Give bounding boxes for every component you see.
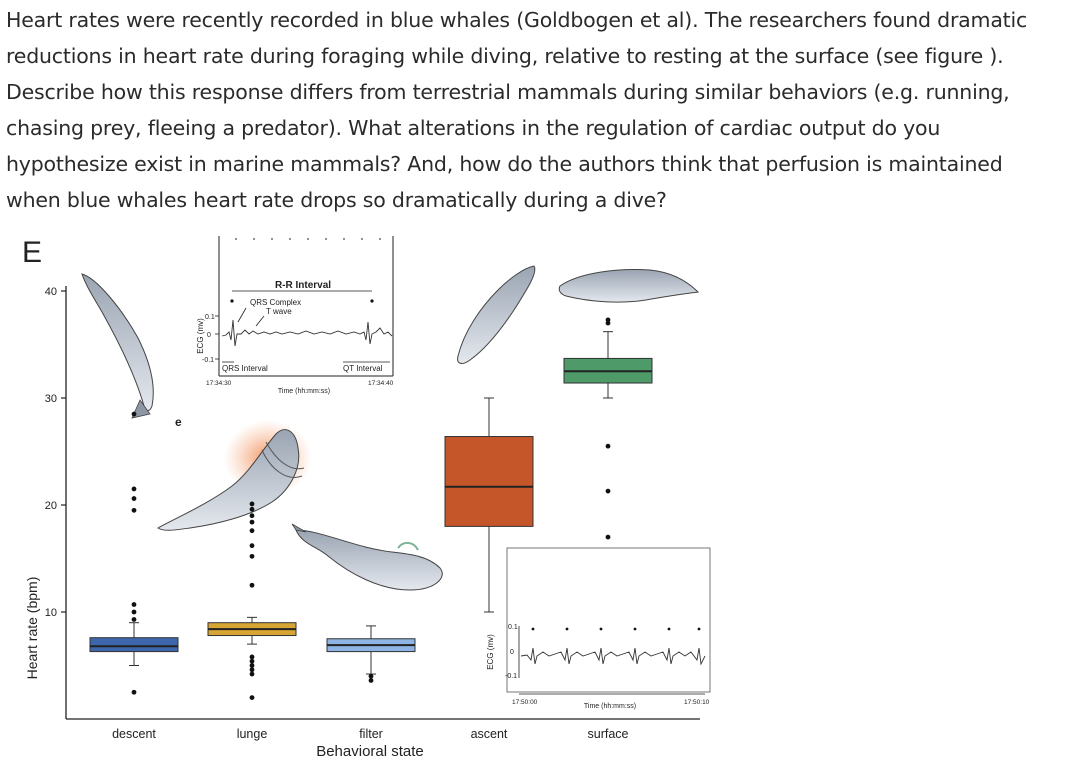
ecg-ascent-beat-dot bbox=[633, 627, 637, 631]
ecg-inset-ascent: ECG (mv) 0.1 0 -0.1 17:50:00 17:50:10 Ti… bbox=[486, 547, 711, 710]
outlier-lunge bbox=[249, 553, 255, 559]
outlier-lunge bbox=[249, 663, 255, 668]
qt-interval-label: QT Interval bbox=[343, 364, 383, 373]
outlier-descent bbox=[131, 486, 137, 492]
outlier-lunge bbox=[249, 667, 255, 673]
x-tick-label-descent: descent bbox=[112, 727, 156, 741]
y-tick-label: 20 bbox=[45, 500, 57, 512]
outlier-descent bbox=[131, 689, 137, 695]
outlier-lunge bbox=[249, 513, 255, 519]
box-ascent bbox=[444, 436, 534, 527]
outlier-descent bbox=[131, 507, 137, 513]
ecg-ascent-beat-dot bbox=[599, 627, 603, 631]
outlier-surface bbox=[605, 488, 611, 494]
outlier-filter bbox=[368, 678, 374, 683]
ecg-main-top-dot bbox=[361, 238, 363, 240]
t-wave-label: T wave bbox=[266, 307, 292, 316]
ecg-main-top-dot bbox=[343, 238, 345, 240]
outlier-descent bbox=[131, 411, 137, 417]
x-axis-label: Behavioral state bbox=[316, 743, 424, 760]
x-tick-labels: descent lunge filter ascent surface bbox=[112, 727, 628, 741]
y-ticks: 10 20 30 40 bbox=[45, 286, 66, 619]
outlier-descent bbox=[131, 609, 137, 615]
ecg-ascent-ytick-top: 0.1 bbox=[508, 624, 518, 631]
outlier-surface bbox=[605, 534, 611, 540]
twave-pointer bbox=[255, 315, 265, 327]
ecg-main-beat-dot bbox=[230, 299, 234, 303]
ecg-main-top-dot bbox=[289, 238, 291, 240]
outlier-surface bbox=[605, 317, 611, 323]
outlier-lunge bbox=[249, 671, 255, 677]
qrs-complex-label: QRS Complex bbox=[250, 298, 301, 307]
outlier-lunge bbox=[249, 695, 255, 700]
ecg-main-ylabel: ECG (mv) bbox=[196, 318, 205, 354]
ecg-main-ytick-top: 0.1 bbox=[205, 314, 215, 321]
heart-rate-figure: E Heart rate (bpm) Behavioral state 10 20… bbox=[22, 236, 711, 760]
box-descent bbox=[89, 637, 179, 653]
outlier-filter bbox=[368, 673, 374, 679]
ecg-ascent-beat-dot bbox=[531, 627, 535, 631]
y-tick-label: 30 bbox=[45, 393, 57, 405]
ecg-main-top-dot bbox=[307, 238, 309, 240]
whale-filter-illustration bbox=[291, 523, 443, 591]
x-tick-label-surface: surface bbox=[588, 727, 629, 741]
ecg-main-dots bbox=[230, 238, 381, 303]
ecg-main-top-dot bbox=[325, 238, 327, 240]
rr-interval-label: R-R Interval bbox=[275, 280, 331, 291]
whale-ascent-illustration bbox=[457, 265, 536, 364]
ecg-trace-ascent bbox=[520, 647, 706, 666]
outlier-lunge bbox=[249, 501, 255, 507]
ecg-inset-main: R-R Interval QRS Complex T wave ECG (mv)… bbox=[196, 236, 394, 395]
ecg-ascent-beat-dot bbox=[667, 627, 671, 631]
ecg-ascent-xlabel: Time (hh:mm:ss) bbox=[584, 703, 636, 710]
qrs-pointer bbox=[237, 307, 247, 323]
ecg-ascent-ylabel: ECG (mv) bbox=[486, 634, 495, 670]
ecg-main-ytick-low: -0.1 bbox=[202, 357, 214, 364]
ecg-ascent-time-start: 17:50:00 bbox=[512, 699, 538, 706]
ecg-inset-ascent-frame bbox=[506, 547, 711, 693]
ecg-main-time-end: 17:34:40 bbox=[368, 380, 394, 387]
qrs-interval-label: QRS Interval bbox=[222, 364, 268, 373]
whale-lunge-illustration bbox=[157, 420, 312, 531]
panel-label: E bbox=[22, 236, 42, 269]
outlier-lunge bbox=[249, 528, 255, 534]
outlier-surface bbox=[605, 443, 611, 449]
whale-surface-illustration bbox=[558, 269, 700, 303]
ecg-ascent-dots bbox=[531, 627, 701, 631]
ecg-ascent-time-end: 17:50:10 bbox=[684, 699, 710, 706]
x-tick-label-lunge: lunge bbox=[237, 727, 268, 741]
outlier-lunge bbox=[249, 506, 255, 512]
question-text: Heart rates were recently recorded in bl… bbox=[6, 8, 1028, 212]
ecg-main-beat-dot bbox=[370, 299, 374, 303]
ecg-ascent-beat-dot bbox=[697, 627, 701, 631]
whale-descent-illustration bbox=[81, 273, 154, 419]
y-axis-label: Heart rate (bpm) bbox=[24, 577, 40, 680]
ecg-main-time-start: 17:34:30 bbox=[206, 380, 232, 387]
outlier-descent bbox=[131, 602, 137, 607]
ecg-ascent-beat-dot bbox=[565, 627, 569, 631]
y-tick-label: 40 bbox=[45, 286, 57, 298]
ecg-main-top-dot bbox=[235, 238, 237, 240]
ecg-main-ytick-mid: 0 bbox=[207, 332, 211, 339]
outlier-lunge bbox=[249, 543, 255, 549]
boxplot-group bbox=[89, 317, 653, 700]
annotation-e: e bbox=[175, 415, 182, 429]
ecg-ascent-ytick-low: -0.1 bbox=[505, 673, 517, 680]
outlier-descent bbox=[131, 496, 137, 501]
y-tick-label: 10 bbox=[45, 607, 57, 619]
x-tick-label-filter: filter bbox=[359, 727, 383, 741]
ecg-inset-main-frame bbox=[219, 236, 393, 376]
ecg-trace-main bbox=[221, 319, 393, 347]
ecg-ascent-ytick-mid: 0 bbox=[510, 649, 514, 656]
outlier-lunge bbox=[249, 519, 255, 525]
outlier-lunge bbox=[249, 658, 255, 664]
outlier-descent bbox=[131, 617, 137, 622]
x-tick-label-ascent: ascent bbox=[471, 727, 508, 741]
ecg-main-top-dot bbox=[271, 238, 273, 240]
ecg-main-top-dot bbox=[253, 238, 255, 240]
ecg-main-top-dot bbox=[379, 238, 381, 240]
outlier-lunge bbox=[249, 582, 255, 588]
ecg-main-xlabel: Time (hh:mm:ss) bbox=[278, 388, 330, 395]
outlier-lunge bbox=[249, 654, 255, 660]
